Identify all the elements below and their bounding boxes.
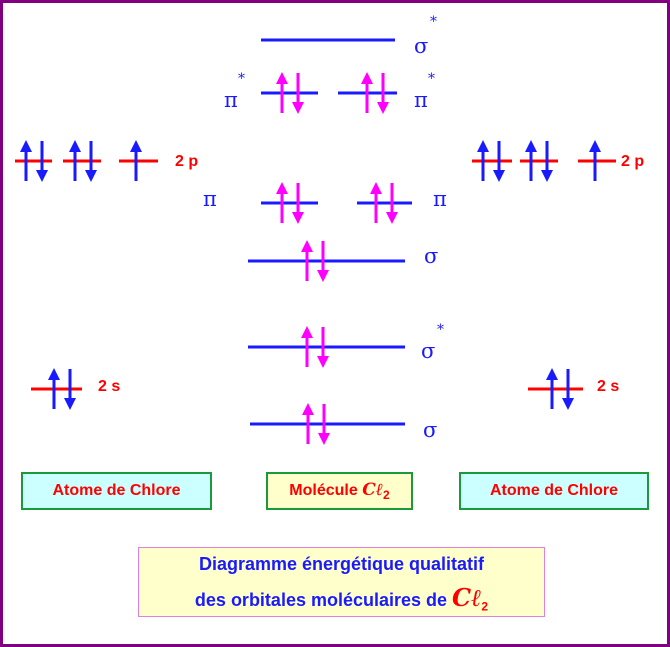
molecule-symbol: Cℓ <box>362 479 383 500</box>
right-atom-label: Atome de Chlore <box>489 482 618 499</box>
left-atom-label: Atome de Chlore <box>52 482 181 499</box>
label-pi-star-right: π <box>414 88 428 112</box>
label-pi-right: π <box>433 187 447 211</box>
star-pi-star-left: * <box>238 71 245 87</box>
label-left-2s: 2 s <box>98 378 121 395</box>
molecule-box: Molécule Cℓ2 <box>266 472 413 510</box>
star-sigma-star-2p: * <box>430 14 437 30</box>
caption-line-1: Diagramme énergétique qualitatif <box>198 554 485 574</box>
caption-line-2-prefix: des orbitales moléculaires de <box>194 590 453 610</box>
left-atom-box: Atome de Chlore <box>21 472 212 510</box>
caption-line-2: des orbitales moléculaires de Cℓ2 <box>139 581 544 624</box>
right-atom-box: Atome de Chlore <box>459 472 649 510</box>
star-pi-star-right: * <box>428 71 435 87</box>
label-sigma-star-2p: σ <box>414 34 429 58</box>
label-sigma-2s: σ <box>423 418 438 442</box>
molecule-subscript: 2 <box>383 488 390 503</box>
label-sigma-star-2s: σ <box>421 339 436 363</box>
label-sigma-2p: σ <box>424 244 439 268</box>
caption-box: Diagramme énergétique qualitatif des orb… <box>138 547 545 617</box>
caption-subscript: 2 <box>481 599 489 614</box>
label-pi-star-left: π <box>224 88 238 112</box>
star-sigma-star-2s: * <box>437 322 444 338</box>
molecule-label: Molécule Cℓ2 <box>289 480 389 502</box>
label-right-2s: 2 s <box>597 378 620 395</box>
molecule-prefix: Molécule <box>289 481 363 499</box>
label-left-2p: 2 p <box>175 153 199 170</box>
caption-symbol: Cℓ <box>452 583 482 612</box>
label-pi-left: π <box>203 187 217 211</box>
label-right-2p: 2 p <box>621 153 645 170</box>
